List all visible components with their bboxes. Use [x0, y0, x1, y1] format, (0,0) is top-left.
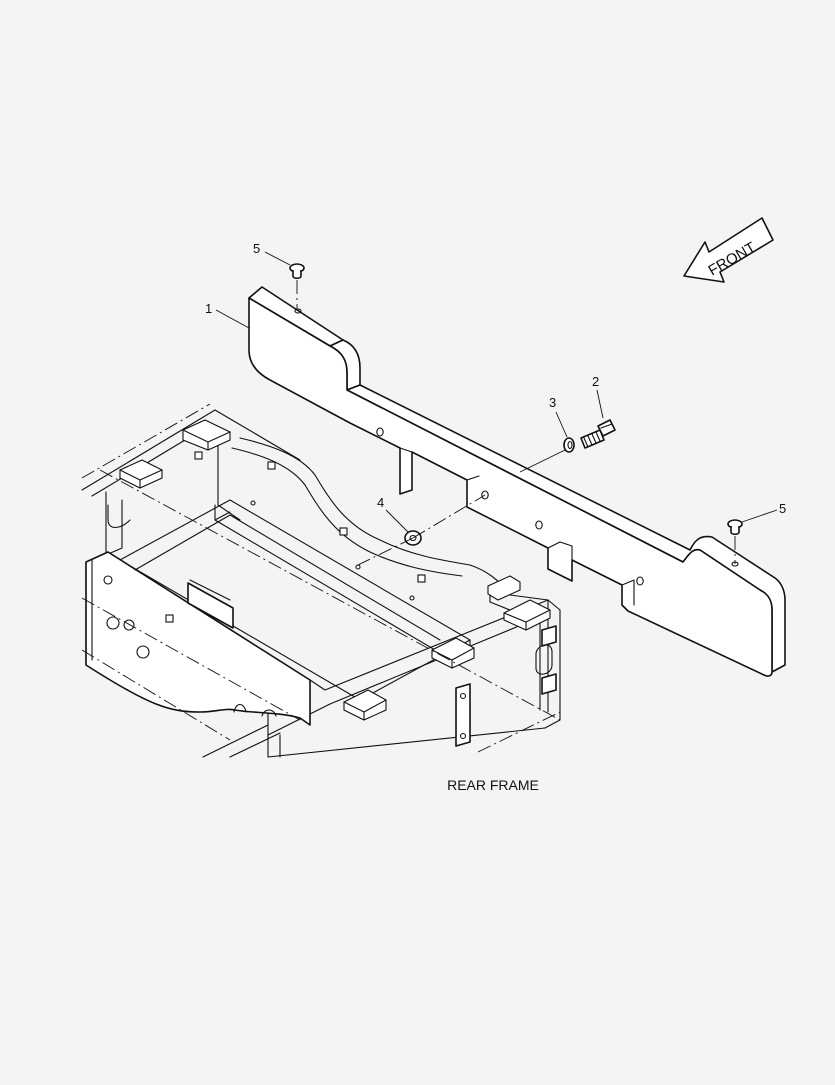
- plug-top-left: [289, 263, 305, 280]
- diagram-caption: REAR FRAME: [447, 777, 539, 793]
- callout-5b-label: 5: [779, 501, 786, 516]
- callout-1: 1: [205, 301, 250, 329]
- callout-5a: 5: [253, 241, 291, 266]
- front-direction-arrow: FRONT: [683, 217, 774, 283]
- callout-1-label: 1: [205, 301, 212, 316]
- plug-right: [727, 519, 743, 536]
- counterweight-plate: [248, 286, 786, 677]
- callout-5b: 5: [741, 501, 786, 523]
- callout-4: 4: [377, 495, 409, 533]
- callout-2: 2: [592, 374, 604, 419]
- rear-frame: [81, 403, 561, 758]
- bolt: [580, 419, 616, 449]
- callout-4-label: 4: [377, 495, 384, 510]
- callout-3-label: 3: [549, 395, 556, 410]
- callout-2-label: 2: [592, 374, 599, 389]
- callout-5a-label: 5: [253, 241, 260, 256]
- lock-washer: [563, 437, 575, 453]
- callout-3: 3: [549, 395, 568, 438]
